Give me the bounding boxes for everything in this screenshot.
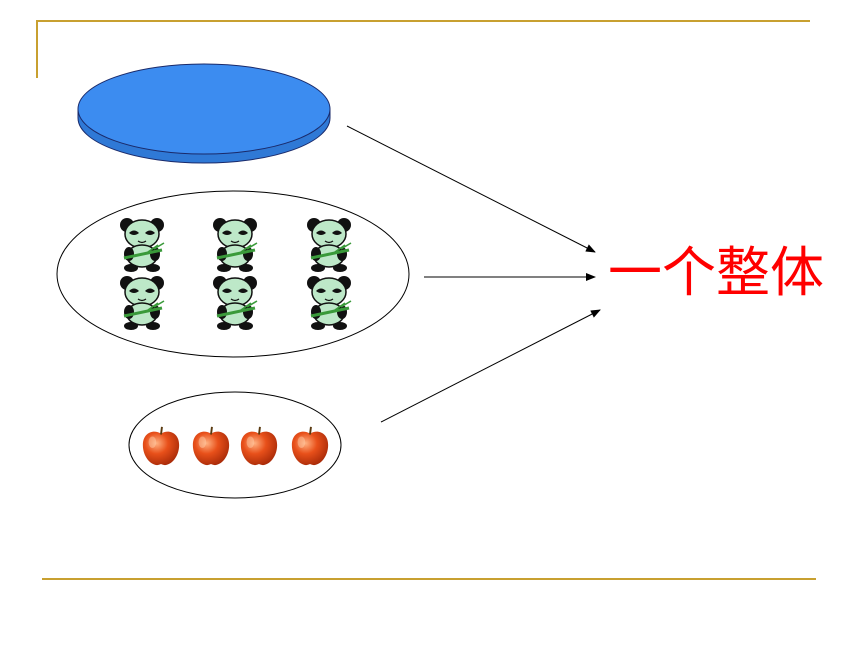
panda-icon — [211, 216, 259, 272]
left-rule — [36, 20, 38, 78]
apple-group — [128, 391, 342, 499]
top-rule — [38, 20, 810, 22]
apple-icon — [141, 425, 181, 467]
panda-icon — [211, 274, 259, 330]
blue-disc-icon — [77, 63, 331, 164]
arrow-from-disc — [346, 125, 596, 253]
panda-group — [56, 190, 410, 358]
panda-icon — [305, 274, 353, 330]
apple-icon — [290, 425, 330, 467]
panda-icon — [305, 216, 353, 272]
whole-label: 一个整体 — [608, 241, 824, 304]
arrow-from-apples — [380, 309, 601, 423]
apple-icon — [191, 425, 231, 467]
panda-icon — [118, 274, 166, 330]
bottom-rule — [42, 578, 816, 580]
panda-icon — [118, 216, 166, 272]
apple-icon — [239, 425, 279, 467]
